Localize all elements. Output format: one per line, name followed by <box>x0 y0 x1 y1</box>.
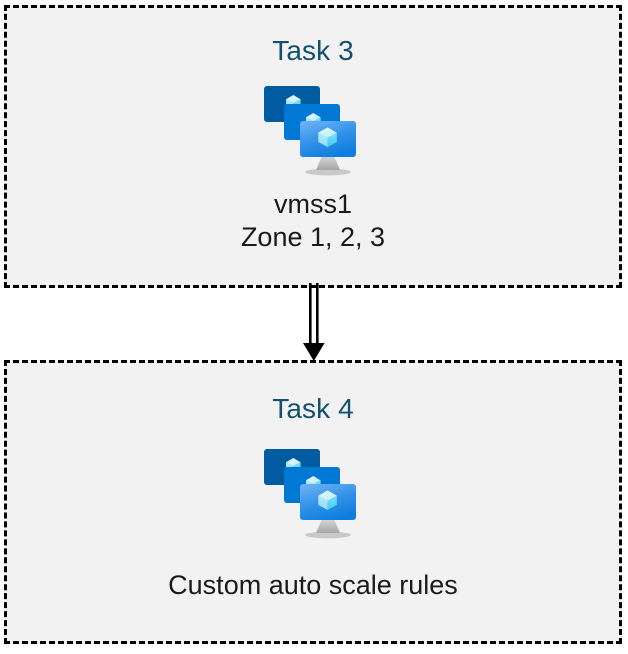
task3-icon-wrapper <box>262 84 364 176</box>
task4-label-0: Custom auto scale rules <box>168 570 458 600</box>
task3-title: Task 3 <box>272 35 354 66</box>
connector-arrow-task3-to-task4 <box>303 283 325 361</box>
azure-vm-scale-set-icon <box>264 449 356 539</box>
task3-labels: vmss1 Zone 1, 2, 3 <box>241 188 385 254</box>
task3-label-1: Zone 1, 2, 3 <box>240 222 386 252</box>
task3-label-0: vmss1 <box>273 189 352 219</box>
azure-vm-scale-set-icon <box>264 86 356 176</box>
task4-title: Task 4 <box>272 393 354 424</box>
task4-icon-wrapper <box>262 447 364 539</box>
task-box-task4[interactable]: Task 4 <box>4 360 622 644</box>
task-box-task3[interactable]: Task 3 <box>4 5 622 288</box>
task4-labels: Custom auto scale rules <box>168 569 458 602</box>
